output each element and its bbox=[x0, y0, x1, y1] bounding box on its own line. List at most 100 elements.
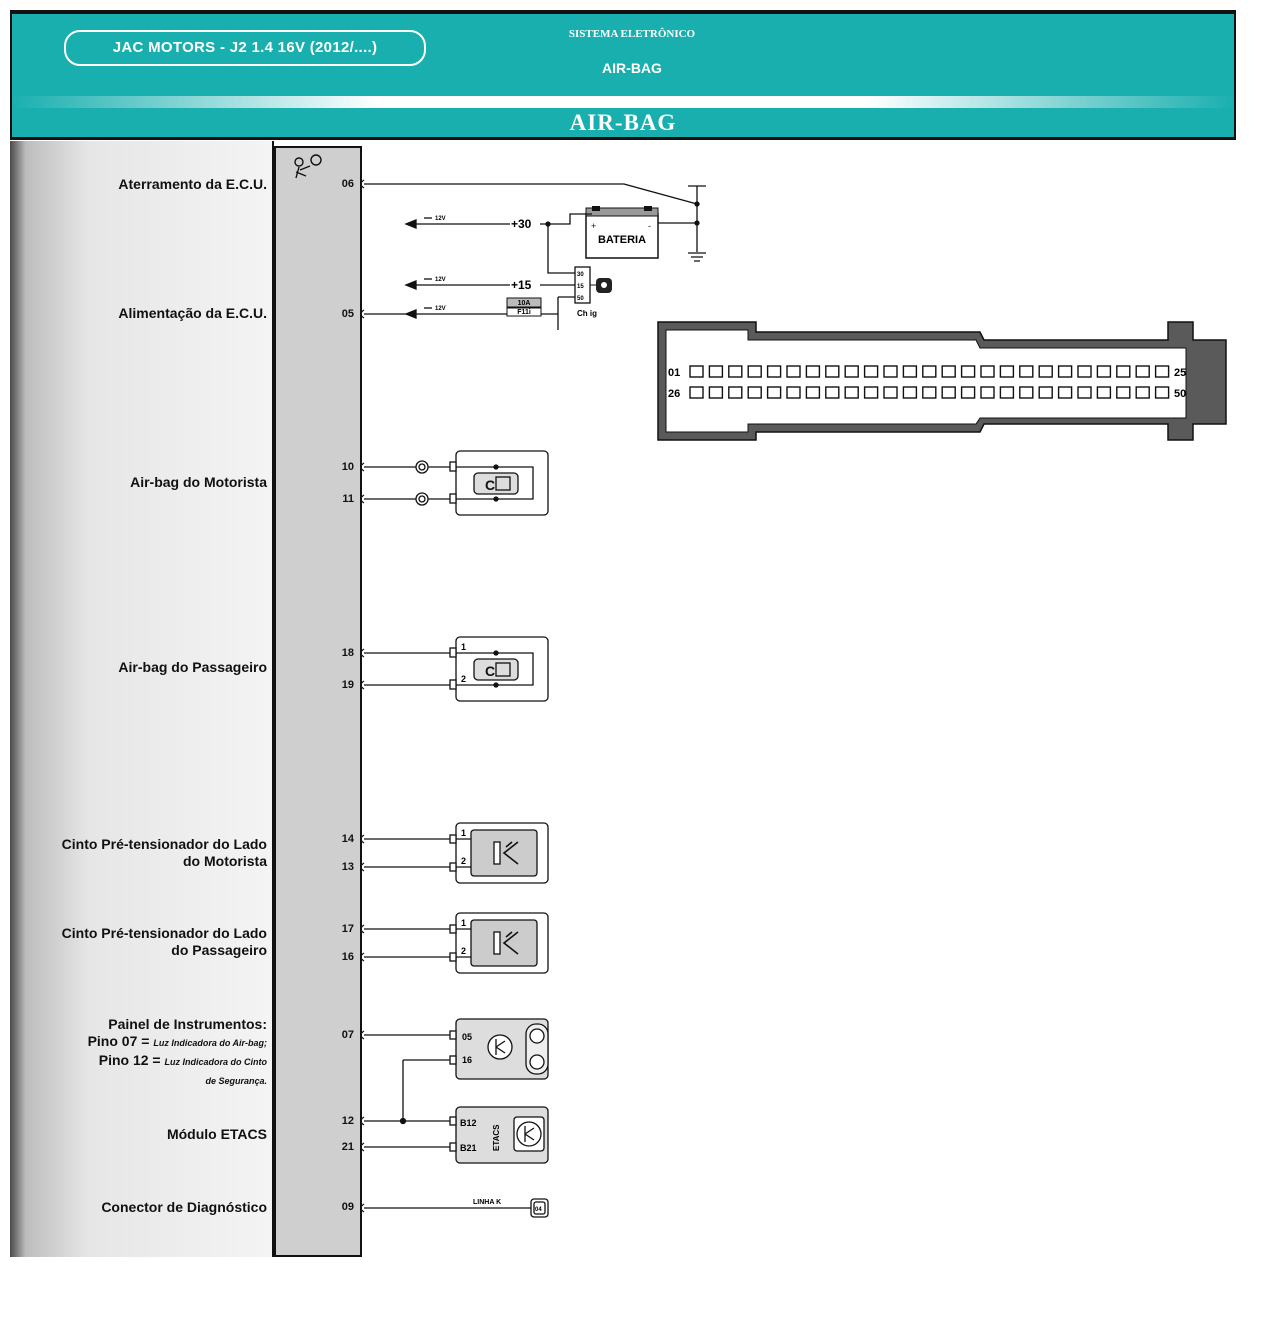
connector-cavity bbox=[883, 386, 898, 399]
connector-cavity bbox=[999, 365, 1015, 378]
label-diagnostic: Conector de Diagnóstico bbox=[101, 1199, 267, 1215]
pin-number: 06 bbox=[341, 178, 354, 190]
ecu-connector-pinout: 01 25 26 50 bbox=[657, 321, 1227, 441]
svg-text:C: C bbox=[485, 477, 495, 493]
connector-pin-label: 26 bbox=[668, 388, 680, 400]
connector-cavity bbox=[728, 386, 743, 399]
battery-icon: BATERIA + - bbox=[585, 206, 659, 259]
connector-cavity bbox=[922, 365, 937, 378]
label-passenger-airbag: Air-bag do Passageiro bbox=[118, 659, 267, 675]
connector-cavity bbox=[766, 365, 782, 378]
connector-cavity bbox=[1077, 386, 1092, 399]
pin-terminal bbox=[360, 309, 365, 319]
connector-cavity bbox=[922, 386, 937, 399]
connector-cavity bbox=[980, 386, 995, 399]
pin-terminal bbox=[360, 1203, 365, 1213]
svg-text:1: 1 bbox=[461, 828, 466, 838]
voltage-label: 12V bbox=[435, 277, 446, 283]
pin-terminal bbox=[360, 924, 365, 934]
etacs-label: ETACS bbox=[492, 1124, 501, 1151]
connector-cavity bbox=[708, 365, 724, 378]
pin-number: 10 bbox=[341, 461, 354, 473]
svg-text:05: 05 bbox=[462, 1032, 472, 1042]
pin-number: 11 bbox=[342, 493, 354, 505]
connector-cavity bbox=[786, 386, 801, 399]
connector-cavity bbox=[708, 386, 724, 399]
pin-number: 09 bbox=[341, 1201, 354, 1213]
connector-cavity bbox=[999, 386, 1015, 399]
connector-cavity bbox=[1019, 365, 1034, 378]
pin-number: 13 bbox=[341, 861, 354, 873]
ignition-label: Ch ig bbox=[577, 309, 597, 318]
svg-text:F11i: F11i bbox=[517, 309, 531, 316]
connector-cavity bbox=[805, 386, 821, 399]
connector-cavity bbox=[1096, 365, 1112, 378]
connector-cavity bbox=[1096, 386, 1112, 399]
pin-number: 19 bbox=[341, 679, 354, 691]
connector-cavity bbox=[747, 386, 762, 399]
diagnostic-connector bbox=[364, 1198, 549, 1218]
header-gradient-band bbox=[12, 96, 1234, 108]
pin-number: 16 bbox=[341, 951, 354, 963]
driver-pretensioner bbox=[364, 822, 549, 884]
svg-text:15: 15 bbox=[577, 284, 584, 290]
airbag-person-icon bbox=[294, 154, 322, 179]
pin-number: 21 bbox=[341, 1141, 354, 1153]
svg-text:B21: B21 bbox=[460, 1143, 477, 1153]
svg-text:+: + bbox=[591, 221, 596, 231]
connector-cavity bbox=[747, 365, 762, 378]
fuse-icon: 10A F11i bbox=[506, 297, 542, 317]
pin-terminal bbox=[360, 462, 365, 472]
ecu-connector-strip bbox=[274, 146, 362, 1257]
pin-terminal bbox=[360, 680, 365, 690]
connector-cavity bbox=[980, 365, 995, 378]
svg-text:04: 04 bbox=[535, 1207, 542, 1213]
connector-pin-label: 01 bbox=[668, 367, 680, 379]
connector-pin-label: 50 bbox=[1174, 388, 1186, 400]
svg-text:10A: 10A bbox=[518, 300, 531, 307]
label-instrument-cluster: Painel de Instrumentos: Pino 07 = Luz In… bbox=[87, 1016, 267, 1086]
connector-pin-label: 25 bbox=[1174, 367, 1186, 379]
label-etacs: Módulo ETACS bbox=[166, 1126, 267, 1142]
connector-cavity bbox=[844, 386, 859, 399]
pin-terminal bbox=[360, 494, 365, 504]
passenger-airbag-module: C bbox=[364, 636, 549, 702]
connector-cavity bbox=[960, 365, 976, 378]
voltage-label: 12V bbox=[435, 306, 446, 312]
connector-cavity bbox=[844, 365, 859, 378]
connector-cavity bbox=[1154, 386, 1170, 399]
connector-cavity bbox=[1057, 386, 1073, 399]
connector-cavity bbox=[766, 386, 782, 399]
label-ground: Aterramento da E.C.U. bbox=[118, 176, 267, 192]
connector-cavity bbox=[1135, 386, 1150, 399]
etacs-module bbox=[364, 1106, 549, 1164]
connector-cavity bbox=[863, 365, 879, 378]
connector-cavity bbox=[1057, 365, 1073, 378]
signal-label-panel bbox=[10, 141, 274, 1257]
connector-cavity bbox=[786, 365, 801, 378]
voltage-label: 12V bbox=[435, 216, 446, 222]
connector-cavity bbox=[1019, 386, 1034, 399]
svg-text:B12: B12 bbox=[460, 1118, 477, 1128]
instrument-cluster bbox=[364, 1018, 549, 1121]
pin-number: 12 bbox=[341, 1115, 354, 1127]
connector-cavity bbox=[902, 365, 918, 378]
passenger-pretensioner bbox=[364, 912, 549, 974]
system-label: SISTEMA ELETRÔNICO bbox=[568, 28, 696, 40]
svg-text:2: 2 bbox=[461, 674, 466, 684]
connector-cavity bbox=[1077, 365, 1092, 378]
connector-cavity bbox=[863, 386, 879, 399]
battery-label: BATERIA bbox=[598, 234, 646, 246]
label-power: Alimentação da E.C.U. bbox=[118, 305, 267, 321]
connector-cavity bbox=[805, 365, 821, 378]
line-15-label: +15 bbox=[511, 278, 532, 292]
pin-terminal bbox=[360, 952, 365, 962]
driver-airbag-module: C bbox=[364, 450, 549, 516]
connector-cavity bbox=[728, 365, 743, 378]
connector-cavity bbox=[941, 386, 956, 399]
connector-cavity bbox=[1154, 365, 1170, 378]
pin-terminal bbox=[360, 648, 365, 658]
